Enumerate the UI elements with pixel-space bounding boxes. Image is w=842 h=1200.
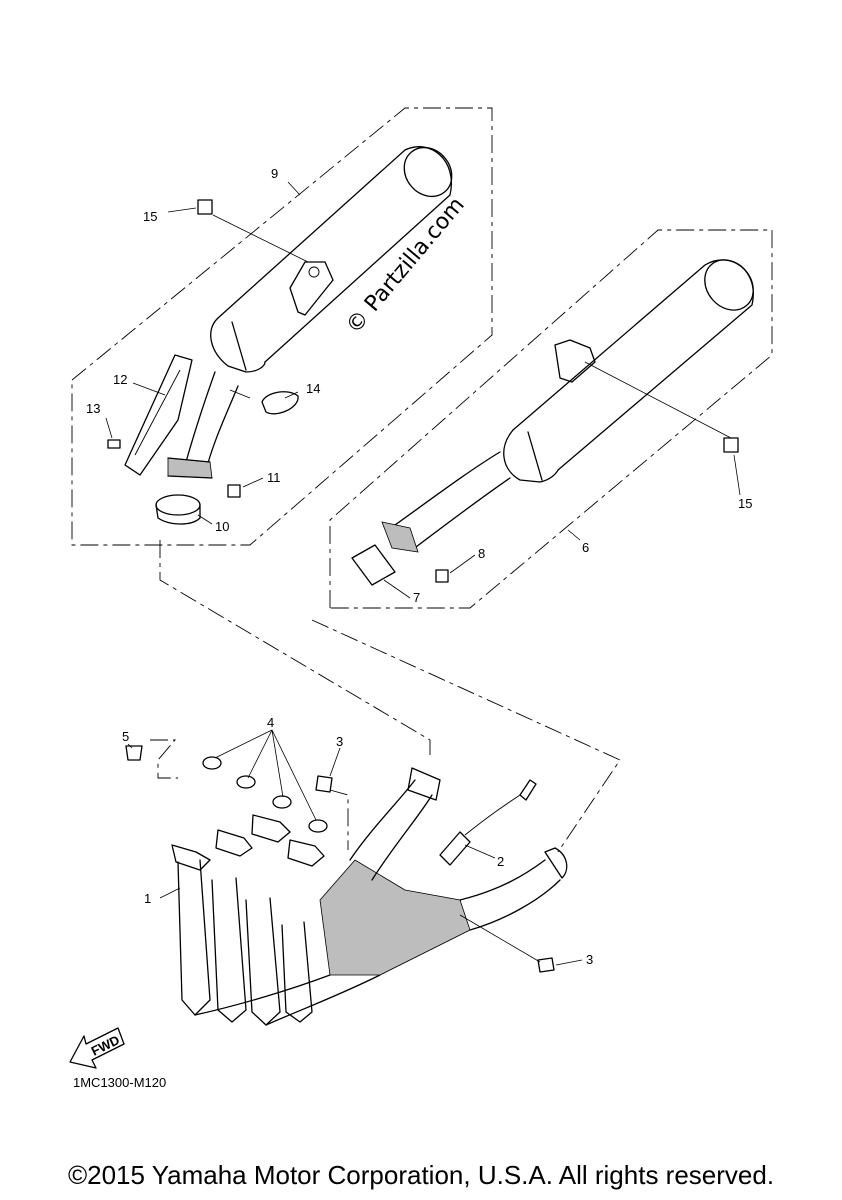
callout-12: 12 — [113, 372, 127, 387]
leader-joint-7-to-header — [311, 619, 621, 853]
bolt-11 — [227, 484, 241, 498]
joint-7 — [351, 544, 396, 586]
callout-10: 10 — [215, 519, 229, 534]
bolt-15-right — [723, 437, 739, 453]
bolt-13 — [107, 439, 121, 449]
callout-11: 11 — [267, 470, 281, 485]
callout-3-lower: 3 — [586, 952, 593, 967]
callout-13: 13 — [86, 401, 100, 416]
fwd-arrow-icon: FWD — [69, 1027, 125, 1069]
callout-6: 6 — [582, 540, 589, 555]
leader-gasket-5 — [150, 739, 178, 779]
callout-1: 1 — [144, 891, 151, 906]
callout-15-left: 15 — [143, 209, 157, 224]
muffler-9 — [167, 146, 453, 479]
leader-bolt-3-upper — [329, 789, 349, 850]
callout-3-upper: 3 — [336, 734, 343, 749]
callout-2: 2 — [497, 854, 504, 869]
diagram-code: 1MC1300-M120 — [73, 1075, 166, 1090]
leader-lines — [105, 181, 741, 966]
bolt-8 — [435, 569, 449, 583]
callout-8: 8 — [478, 546, 485, 561]
muffler-9-assembly-boundary — [71, 107, 493, 546]
protector-12 — [124, 354, 193, 476]
svg-text:FWD: FWD — [89, 1032, 122, 1058]
callout-9: 9 — [271, 166, 278, 181]
gaskets-4 — [202, 756, 328, 833]
callout-14: 14 — [306, 381, 320, 396]
muffler-6 — [381, 259, 754, 553]
callout-7: 7 — [413, 590, 420, 605]
partzilla-watermark: © Partzilla.com — [341, 193, 469, 339]
oxygen-sensor-2 — [439, 779, 537, 866]
copyright-notice: ©2015 Yamaha Motor Corporation, U.S.A. A… — [67, 1160, 775, 1190]
bolt-5 — [125, 745, 143, 761]
callout-5: 5 — [122, 729, 129, 744]
bolt-3-upper — [315, 775, 333, 793]
bolt-3-lower — [537, 957, 555, 973]
exhaust-header-1 — [171, 767, 568, 1026]
callout-15-right: 15 — [738, 496, 752, 511]
joint-10 — [155, 494, 201, 525]
clamp-14 — [261, 391, 299, 415]
muffler-6-assembly-boundary — [329, 229, 773, 609]
leader-joint-10-to-header — [159, 540, 431, 755]
callout-4: 4 — [267, 715, 274, 730]
bolt-15-left — [197, 199, 213, 215]
